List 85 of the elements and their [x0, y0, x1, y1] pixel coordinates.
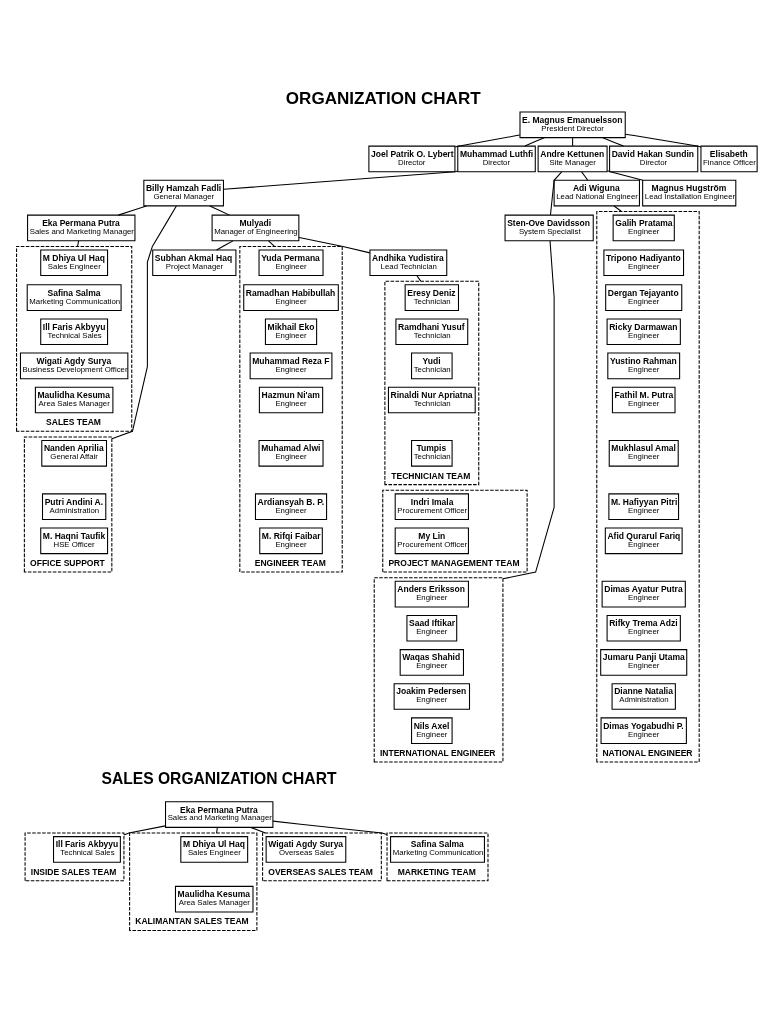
- connector: [416, 275, 422, 282]
- node-box: Dianne Natalia Administration: [611, 683, 676, 710]
- node-box: Adi Wiguna Lead National Engineer: [553, 179, 640, 207]
- connector: [223, 170, 459, 190]
- node-box: Ramadhan Habibullah Engineer: [243, 284, 339, 311]
- node-box: Muhammad Luthfi Director: [457, 145, 536, 173]
- connector: [624, 133, 702, 148]
- node-box: E. Magnus Emanuelsson President Director: [519, 111, 626, 139]
- node-box: Indri Imala Procurement Officer: [394, 493, 469, 520]
- node-box: Mulyadi Manager of Engineering: [211, 214, 300, 242]
- node-box: Ill Faris Akbyyu Technical Sales: [40, 318, 109, 346]
- connector: [76, 240, 80, 247]
- node-box: Maulidha Kesuma Area Sales Manager: [174, 885, 254, 913]
- connector: [111, 205, 177, 440]
- node-box: Joel Patrik O. Lybert Director: [368, 145, 456, 173]
- node-box: Rifky Trema Adzi Engineer: [606, 614, 681, 642]
- node-box: Rinaldi Nur Apriatna Technician: [387, 386, 476, 414]
- connector: [602, 137, 624, 147]
- node-box: Wigati Agdy Surya Overseas Sales: [265, 836, 347, 863]
- node-box: Muhammad Reza F Engineer: [249, 352, 333, 380]
- node-box: Putri Andini A. Administration: [41, 493, 107, 520]
- node-box: Mikhail Eko Engineer: [264, 318, 318, 346]
- node-box: Muhamad Alwi Engineer: [258, 440, 324, 467]
- connector: [216, 827, 218, 834]
- node-box: David Hakan Sundin Director: [609, 145, 699, 173]
- node-box: M Dhiya Ul Haq Sales Engineer: [180, 836, 249, 863]
- node-box: Magnus Hugström Lead Installation Engineer: [642, 179, 737, 207]
- node-box: Yudi Technician: [411, 352, 453, 380]
- node-box: Dimas Yogabudhi P. Engineer: [600, 717, 687, 744]
- connector: [549, 171, 563, 216]
- connector: [117, 205, 147, 216]
- node-box: Eresy Deniz Technician: [404, 284, 460, 311]
- node-box: Dergan Tejayanto Engineer: [605, 284, 683, 311]
- node-box: Safina Salma Marketing Communication: [26, 284, 122, 311]
- node-box: Andhika Yudistira Lead Technician: [369, 249, 448, 277]
- connector: [613, 205, 623, 213]
- node-box: Ardiansyah B. P. Engineer: [254, 493, 328, 520]
- connector: [581, 171, 589, 181]
- node-box: Jumaru Panji Utama Engineer: [600, 649, 688, 676]
- node-box: Joakim Pedersen Engineer: [393, 683, 471, 710]
- node-box: Yuda Permana Engineer: [258, 249, 324, 277]
- node-box: Maulidha Kesuma Area Sales Manager: [34, 386, 114, 414]
- node-box: Yustino Rahman Engineer: [607, 352, 681, 380]
- connector: [524, 137, 545, 147]
- connector: [216, 240, 234, 251]
- node-box: Elisabeth Finance Officer: [700, 145, 758, 173]
- node-box: Anders Eriksson Engineer: [394, 580, 469, 608]
- node-box: Hazmun Ni'am Engineer: [258, 386, 324, 414]
- node-box: M. Hafiyyan Pitri Engineer: [608, 493, 680, 520]
- node-box: Tripono Hadiyanto Engineer: [603, 249, 685, 277]
- node-box: Galih Pratama Engineer: [612, 214, 675, 242]
- node-box: Nanden Aprilia General Affair: [41, 440, 108, 467]
- node-box: Ill Faris Akbyyu Technical Sales: [53, 836, 121, 863]
- connector: [298, 236, 371, 254]
- label: SALES ORGANIZATION CHART: [101, 769, 337, 787]
- connector: [454, 134, 521, 148]
- node-box: Afid Qurarul Fariq Engineer: [604, 527, 683, 555]
- node-box: Ramdhani Yusuf Technician: [395, 318, 469, 346]
- node-box: Safina Salma Marketing Communication: [390, 836, 485, 863]
- node-box: Waqas Shahid Engineer: [399, 649, 464, 676]
- node-box: Mukhlasul Amal Engineer: [608, 440, 679, 467]
- connector: [272, 820, 388, 835]
- node-box: Tumpis Technician: [411, 440, 453, 467]
- connector: [250, 826, 266, 834]
- node-box: Nils Axel Engineer: [411, 717, 453, 744]
- node-box: Andre Kettunen Site Manager: [537, 145, 608, 173]
- node-box: M. Rifqi Faibar Engineer: [259, 527, 323, 555]
- connector: [209, 205, 230, 216]
- node-box: Eka Permana Putra Sales and Marketing Manager: [27, 214, 136, 242]
- node-box: Subhan Akmal Haq Project Manager: [152, 249, 237, 277]
- node-box: Fathil M. Putra Engineer: [611, 386, 676, 414]
- node-box: Ricky Darmawan Engineer: [606, 318, 681, 346]
- connector: [502, 240, 555, 580]
- node-box: M Dhiya Ul Haq Sales Engineer: [40, 249, 109, 277]
- node-box: Saad Iftikar Engineer: [406, 614, 458, 642]
- node-box: Dimas Ayatur Putra Engineer: [601, 580, 686, 608]
- diagram-title: ORGANIZATION CHART: [285, 88, 481, 108]
- node-box: Sten-Ove Davidsson System Specialist: [504, 214, 594, 242]
- node-box: Eka Permana Putra Sales and Marketing Manager: [165, 801, 274, 828]
- connector: [267, 240, 275, 247]
- connector: [123, 825, 166, 836]
- node-box: My Lin Procurement Officer: [394, 527, 469, 555]
- connector: [606, 170, 644, 181]
- node-box: Billy Hamzah Fadli General Manager: [143, 179, 224, 207]
- node-box: M. Haqni Taufik HSE Officer: [40, 527, 109, 555]
